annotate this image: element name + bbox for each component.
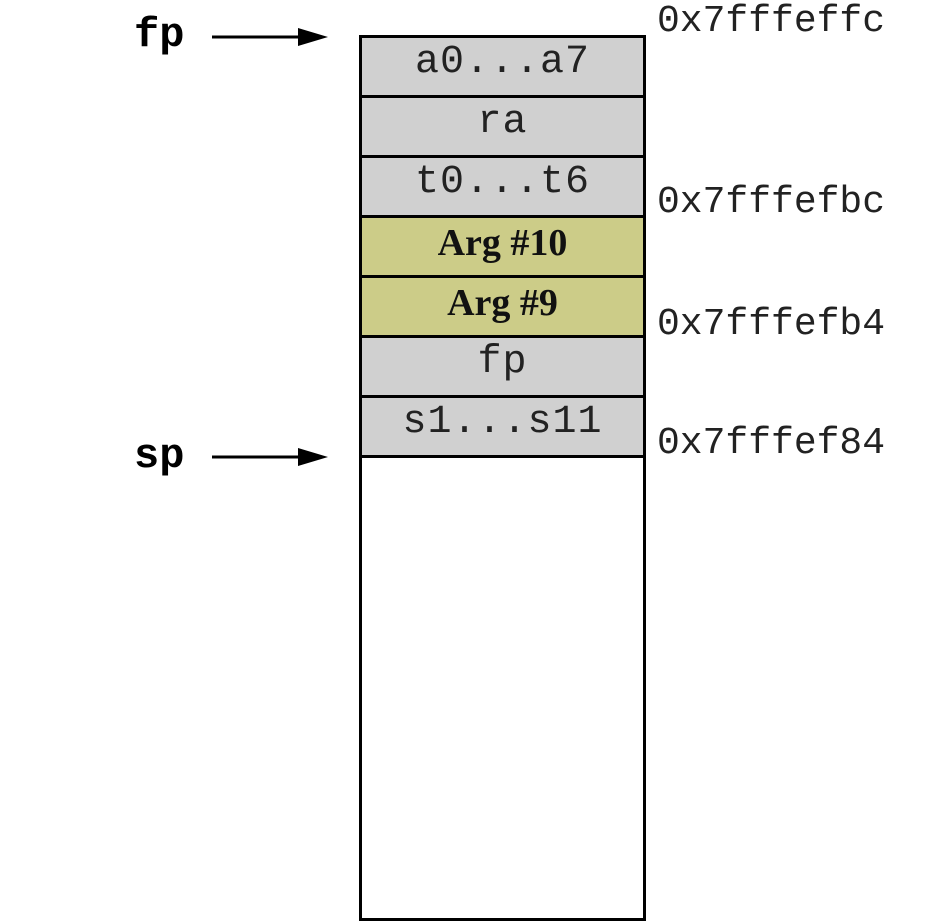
address-label: 0x7fffef84: [657, 422, 886, 465]
stack-slot-arg-10: Arg #10: [362, 218, 643, 278]
stack-slot-arg-9: Arg #9: [362, 278, 643, 338]
stack-slot-label: Arg #10: [437, 221, 568, 264]
frame-pointer-label: fp: [134, 11, 185, 59]
frame-pointer-arrow: [212, 28, 328, 46]
stack-slot-a0-a7: a0...a7: [362, 38, 643, 98]
stack-pointer-arrow: [212, 448, 328, 466]
stack-slot-s1-s11: s1...s11: [362, 398, 643, 458]
address-label: 0x7fffeffc: [657, 0, 886, 43]
address-label: 0x7fffefbc: [657, 181, 886, 224]
stack-slot-label: t0...t6: [414, 159, 591, 205]
stack-column: a0...a7 ra t0...t6 Arg #10 Arg #9 fp s1.…: [359, 35, 646, 921]
stack-slot-ra: ra: [362, 98, 643, 158]
stack-slot-t0-t6: t0...t6: [362, 158, 643, 218]
stack-pointer-label: sp: [134, 432, 185, 480]
stack-slot-label: ra: [477, 99, 528, 145]
stack-slot-label: Arg #9: [447, 281, 558, 324]
stack-slot-label: s1...s11: [402, 399, 603, 445]
stack-slot-label: a0...a7: [414, 39, 591, 85]
stack-slot-fp: fp: [362, 338, 643, 398]
stack-slot-label: fp: [477, 339, 528, 385]
address-label: 0x7fffefb4: [657, 303, 886, 346]
